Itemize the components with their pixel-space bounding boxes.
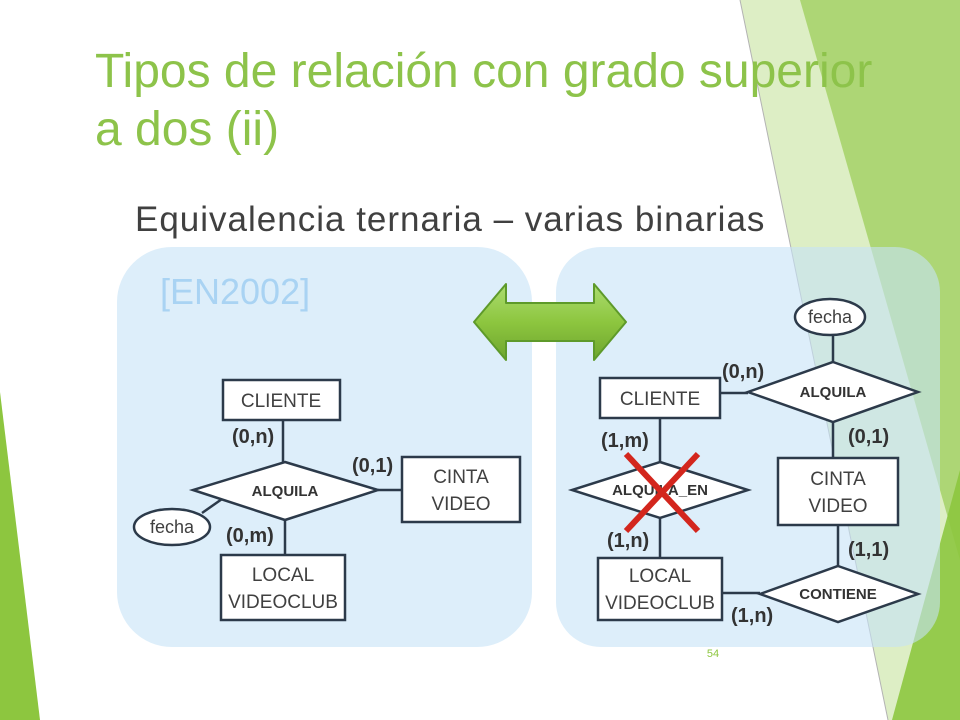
cardinality-alquila-cinta-video: (0,1) <box>848 426 889 448</box>
relationship-contiene-label: CONTIENE <box>799 586 877 603</box>
entity-local-videoclub <box>219 553 347 622</box>
entity-local-videoclub-label-line1: LOCAL <box>629 566 691 587</box>
double-arrow-icon <box>473 283 627 361</box>
decor-left-wedge <box>0 392 40 720</box>
entity-cinta-video-label-line2: VIDEO <box>808 496 867 517</box>
slide-subtitle: Equivalencia ternaria – varias binarias <box>135 200 766 239</box>
ternary-panel <box>117 247 532 647</box>
cardinality-contiene-local-videoclub: (1,n) <box>731 605 773 627</box>
entity-local-videoclub <box>596 556 724 622</box>
cardinality-cinta-video: (0,1) <box>352 455 393 477</box>
entity-cinta-video <box>400 455 522 524</box>
relationship-alquila-label: ALQUILA <box>800 384 867 401</box>
cardinality-alquila-en-local-videoclub: (1,n) <box>607 530 649 552</box>
entity-cliente-label: CLIENTE <box>620 389 700 410</box>
reference-citation: [EN2002] <box>160 271 310 312</box>
entity-cliente <box>598 376 722 420</box>
binary-panel <box>556 247 940 647</box>
entity-cinta-video <box>776 456 900 527</box>
relationship-alquila <box>744 360 922 424</box>
slide-title: Tipos de relación con grado superior a d… <box>95 45 873 156</box>
cardinality-alquila-en-cliente: (1,m) <box>601 430 649 452</box>
binary-diagram: fecha ALQUILA CLIENTE ALQUILA_EN LOCAL V… <box>567 297 922 627</box>
attribute-fecha-label: fecha <box>808 307 853 327</box>
entity-cinta-video-label-line2: VIDEO <box>431 494 490 515</box>
entity-local-videoclub-label-line2: VIDEOCLUB <box>605 593 715 614</box>
ternary-diagram: CLIENTE ALQUILA CINTA VIDEO LOCAL VIDEOC… <box>132 378 522 622</box>
entity-local-videoclub-label-line1: LOCAL <box>252 565 314 586</box>
cross-stroke-2 <box>623 451 701 534</box>
cardinality-cliente: (0,n) <box>232 426 274 448</box>
link-fecha-alquila <box>201 497 223 515</box>
cardinality-alquila-cliente: (0,n) <box>722 361 764 383</box>
attribute-fecha-label: fecha <box>150 517 195 537</box>
attribute-fecha <box>132 507 212 547</box>
cross-mark-icon <box>623 451 701 534</box>
entity-cinta-video-label-line1: CINTA <box>810 469 866 490</box>
cardinality-contiene-cinta-video: (1,1) <box>848 539 889 561</box>
entity-cliente <box>221 378 342 422</box>
relationship-contiene <box>756 564 922 624</box>
page-number: 54 <box>707 648 719 660</box>
cardinality-local-videoclub: (0,m) <box>226 525 274 547</box>
relationship-alquila <box>188 460 383 522</box>
entity-local-videoclub-label-line2: VIDEOCLUB <box>228 592 338 613</box>
entity-cinta-video-label-line1: CINTA <box>433 467 489 488</box>
attribute-fecha <box>793 297 867 337</box>
entity-cliente-label: CLIENTE <box>241 391 321 412</box>
relationship-alquila-label: ALQUILA <box>252 483 319 500</box>
equivalence-arrow <box>473 283 627 361</box>
